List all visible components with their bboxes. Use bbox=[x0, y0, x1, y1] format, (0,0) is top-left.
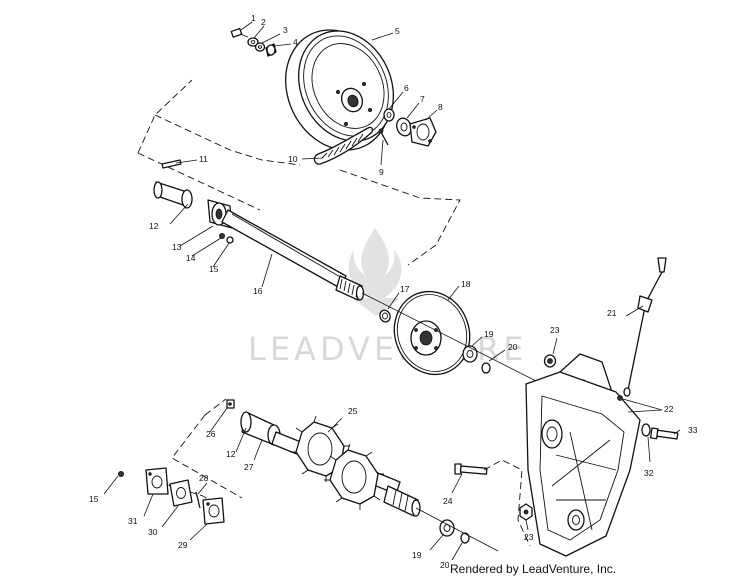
watermark-flame-logo bbox=[348, 228, 402, 316]
callout-3: 3 bbox=[283, 25, 288, 35]
callout-32: 32 bbox=[644, 468, 654, 478]
washer-part-3 bbox=[254, 42, 266, 52]
bushing-part-4 bbox=[265, 43, 277, 57]
chaincase-housing-assembly bbox=[451, 257, 681, 557]
seal-part-20b bbox=[460, 532, 470, 544]
nut-part-14 bbox=[218, 232, 225, 239]
flange-part-30 bbox=[169, 479, 193, 507]
callout-23-upper: 23 bbox=[550, 325, 560, 335]
top-pulley-assembly bbox=[230, 21, 438, 166]
sprocket-part-25 bbox=[290, 415, 384, 510]
callout-15-upper: 15 bbox=[209, 264, 219, 274]
leadventure-watermark: LEADVENTURE bbox=[248, 228, 527, 368]
nut-part-23b bbox=[519, 503, 533, 521]
callout-16: 16 bbox=[253, 286, 263, 296]
plug-part-23a bbox=[543, 354, 557, 368]
washer-part-2 bbox=[247, 37, 259, 47]
callout-labels: 1 2 3 4 5 6 7 8 9 10 11 12 13 14 15 16 1… bbox=[89, 13, 698, 570]
callout-9: 9 bbox=[379, 167, 384, 177]
callout-4: 4 bbox=[293, 37, 298, 47]
screw-part-9 bbox=[378, 128, 389, 146]
watermark-text: LEADVENTURE bbox=[248, 330, 527, 368]
callout-10: 10 bbox=[288, 154, 298, 164]
washer-part-32 bbox=[641, 423, 651, 437]
bolt-part-24 bbox=[454, 463, 488, 475]
shaft-part-16 bbox=[221, 209, 365, 301]
callout-29: 29 bbox=[178, 540, 188, 550]
callout-1: 1 bbox=[251, 13, 256, 23]
callout-18: 18 bbox=[461, 279, 471, 289]
callout-5: 5 bbox=[395, 26, 400, 36]
sprocket-part-10 bbox=[313, 126, 374, 165]
washer-part-15a bbox=[226, 236, 234, 244]
brake-disc-assembly bbox=[361, 285, 543, 385]
bearing-part-19a bbox=[462, 345, 478, 363]
key-part-11 bbox=[161, 159, 182, 169]
callout-6: 6 bbox=[404, 83, 409, 93]
callout-19-lower: 19 bbox=[412, 550, 422, 560]
callout-20-upper: 20 bbox=[508, 342, 518, 352]
callout-15-lower: 15 bbox=[89, 494, 99, 504]
seal-part-20a bbox=[481, 362, 491, 374]
nut-part-15b bbox=[118, 470, 125, 477]
callout-12-upper: 12 bbox=[149, 221, 159, 231]
callout-22: 22 bbox=[664, 404, 674, 414]
callout-8: 8 bbox=[438, 102, 443, 112]
render-credit: Rendered by LeadVenture, Inc. bbox=[450, 562, 617, 576]
callout-7: 7 bbox=[420, 94, 425, 104]
callout-31: 31 bbox=[128, 516, 138, 526]
bearing-part-19b bbox=[439, 519, 455, 537]
callout-12-lower: 12 bbox=[226, 449, 236, 459]
dipstick-part-21 bbox=[623, 257, 667, 397]
callout-17: 17 bbox=[400, 284, 410, 294]
callout-2: 2 bbox=[261, 17, 266, 27]
callout-28: 28 bbox=[199, 473, 209, 483]
callout-19-upper: 19 bbox=[484, 329, 494, 339]
chaincase-housing bbox=[525, 371, 641, 557]
callout-11: 11 bbox=[199, 154, 208, 164]
retainer-part-7 bbox=[396, 117, 412, 137]
shaft-group-boundary bbox=[137, 79, 461, 266]
callout-33: 33 bbox=[688, 425, 698, 435]
flange-part-29 bbox=[202, 497, 225, 525]
lower-group-boundary bbox=[171, 398, 243, 499]
drive-shaft-assembly bbox=[153, 159, 365, 301]
callout-14: 14 bbox=[186, 253, 196, 263]
seal-part-28 bbox=[195, 491, 201, 509]
flange-part-8 bbox=[409, 117, 437, 147]
callout-27: 27 bbox=[244, 462, 254, 472]
callout-20-lower: 20 bbox=[440, 560, 450, 570]
callout-26: 26 bbox=[206, 429, 216, 439]
large-pulley-part-5 bbox=[285, 29, 395, 151]
brake-disc-part-18 bbox=[393, 290, 471, 376]
snap-ring-part-17 bbox=[379, 309, 391, 323]
callout-24: 24 bbox=[443, 496, 453, 506]
callout-21: 21 bbox=[607, 308, 617, 318]
lower-drive-axle-assembly bbox=[103, 398, 499, 561]
bolt-part-33 bbox=[649, 427, 679, 440]
washer-part-6 bbox=[383, 108, 395, 122]
bearing-part-12 bbox=[153, 181, 193, 209]
grommet-part-22 bbox=[617, 395, 623, 401]
flange-part-31 bbox=[145, 467, 169, 495]
callout-13: 13 bbox=[172, 242, 182, 252]
bolt-part-1 bbox=[230, 27, 249, 38]
callout-23-lower: 23 bbox=[524, 532, 534, 542]
callout-30: 30 bbox=[148, 527, 158, 537]
bolt-part-26 bbox=[226, 399, 235, 409]
callout-25: 25 bbox=[348, 406, 358, 416]
